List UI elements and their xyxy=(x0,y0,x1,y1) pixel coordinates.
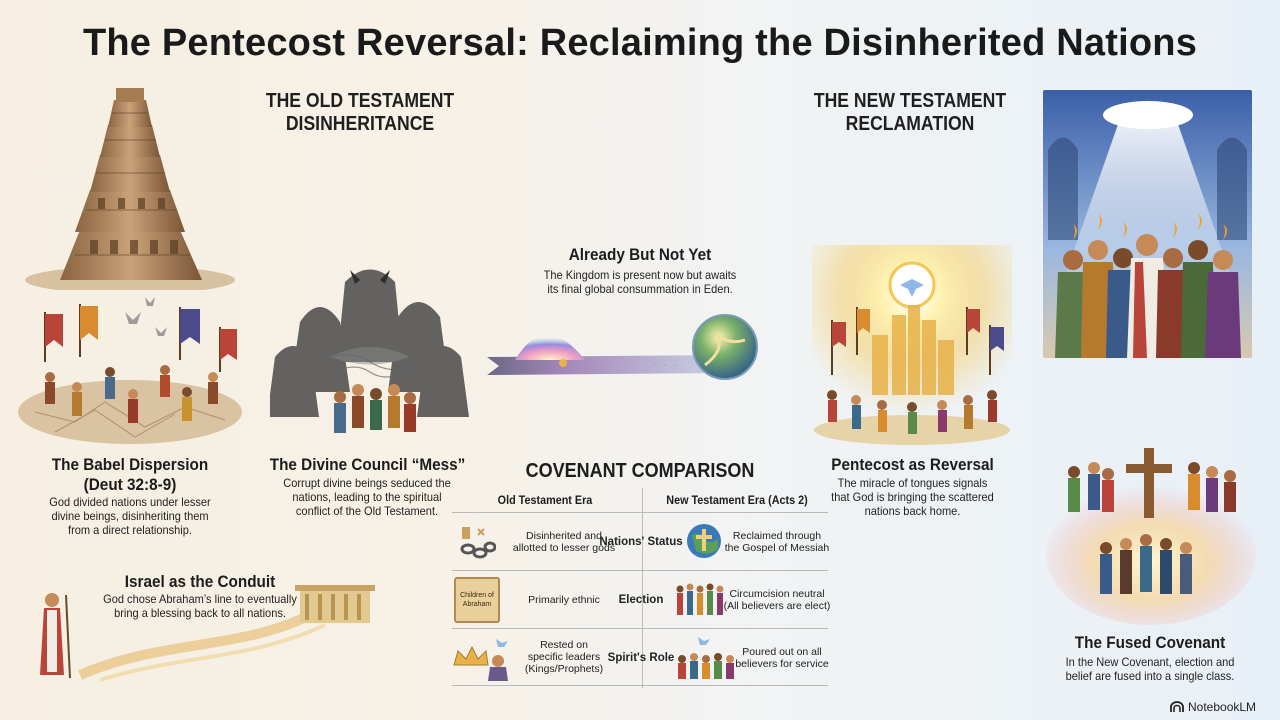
covenant-new-spirit: Poured out on all believers for service xyxy=(735,646,829,670)
babel-description: God divided nations under lesser divine … xyxy=(49,495,211,537)
spirit-poured-icon xyxy=(678,637,734,679)
covenant-label-spirit-role: Spirit's Role xyxy=(607,652,675,664)
covenant-old-election: Primarily ethnic xyxy=(528,594,600,606)
pentecost-city-illustration xyxy=(812,245,1012,445)
old-testament-heading: THE OLD TESTAMENT DISINHERITANCE xyxy=(265,90,455,135)
israel-title: Israel as the Conduit xyxy=(124,572,276,591)
notebooklm-logo-icon xyxy=(1170,701,1184,712)
crown-icon xyxy=(453,639,508,681)
covenant-col-old: Old Testament Era xyxy=(497,493,593,507)
divine-council-illustration xyxy=(270,262,470,454)
babel-dispersion-illustration xyxy=(15,292,245,444)
covenant-comparison-title: COVENANT COMPARISON xyxy=(525,460,755,482)
covenant-new-status: Reclaimed through the Gospel of Messiah xyxy=(724,530,830,554)
covenant-row: Rested on specific leaders (Kings/Prophe… xyxy=(452,628,829,686)
israel-description: God chose Abraham’s line to eventually b… xyxy=(103,592,297,620)
covenant-label-nations-status: Nations' Status xyxy=(599,536,683,548)
diverse-people-icon xyxy=(676,583,724,615)
globe-cross-icon xyxy=(687,524,721,558)
divine-council-description: Corrupt divine beings seduced the nation… xyxy=(283,476,451,518)
banner-icon xyxy=(831,307,1004,375)
tower-of-babel-illustration xyxy=(20,80,240,290)
covenant-row: Disinherited and allotted to lesser gods… xyxy=(452,512,829,570)
notebooklm-brand: NotebookLM xyxy=(1188,700,1257,714)
chain-icon xyxy=(460,527,496,559)
upper-room-illustration xyxy=(1043,90,1252,358)
notebooklm-logo: NotebookLM xyxy=(1170,699,1278,715)
pentecost-title: Pentecost as Reversal xyxy=(831,455,994,474)
covenant-col-new: New Testament Era (Acts 2) xyxy=(666,493,808,507)
dove-icon xyxy=(496,639,508,647)
covenant-old-spirit: Rested on specific leaders (Kings/Prophe… xyxy=(524,639,604,675)
covenant-row: Children of Abraham Primarily ethnic Ele… xyxy=(452,570,830,628)
abraham-figure xyxy=(40,593,71,679)
covenant-label-election: Election xyxy=(618,594,664,606)
page-title: The Pentecost Reversal: Reclaiming the D… xyxy=(82,22,1198,64)
fused-covenant-title: The Fused Covenant xyxy=(1074,633,1226,652)
dove-icon xyxy=(900,279,924,297)
banner-icon xyxy=(44,304,237,372)
covenant-old-status: Disinherited and allotted to lesser gods xyxy=(512,530,616,554)
tower-icon xyxy=(25,88,235,290)
babel-title: The Babel Dispersion (Deut 32:8-9) xyxy=(51,455,209,494)
scroll-icon: Children of Abraham xyxy=(454,577,500,623)
pentecost-description: The miracle of tongues signals that God … xyxy=(831,476,994,518)
divine-council-title: The Divine Council “Mess” xyxy=(269,455,466,474)
fused-covenant-illustration xyxy=(1046,440,1256,628)
temple-icon xyxy=(295,585,375,623)
cross-icon xyxy=(1126,448,1172,518)
already-not-yet-description: The Kingdom is present now but awaits it… xyxy=(543,268,737,296)
flame-icons xyxy=(1073,214,1227,240)
fused-covenant-description: In the New Covenant, election and belief… xyxy=(1065,655,1235,683)
covenant-new-election: Circumcision neutral (All believers are … xyxy=(723,588,831,612)
covenant-divider xyxy=(642,488,643,688)
israel-conduit-illustration xyxy=(40,580,380,682)
already-not-yet-title: Already But Not Yet xyxy=(568,245,712,264)
new-testament-heading: THE NEW TESTAMENT RECLAMATION xyxy=(813,90,1007,135)
timeline-illustration xyxy=(485,305,775,395)
